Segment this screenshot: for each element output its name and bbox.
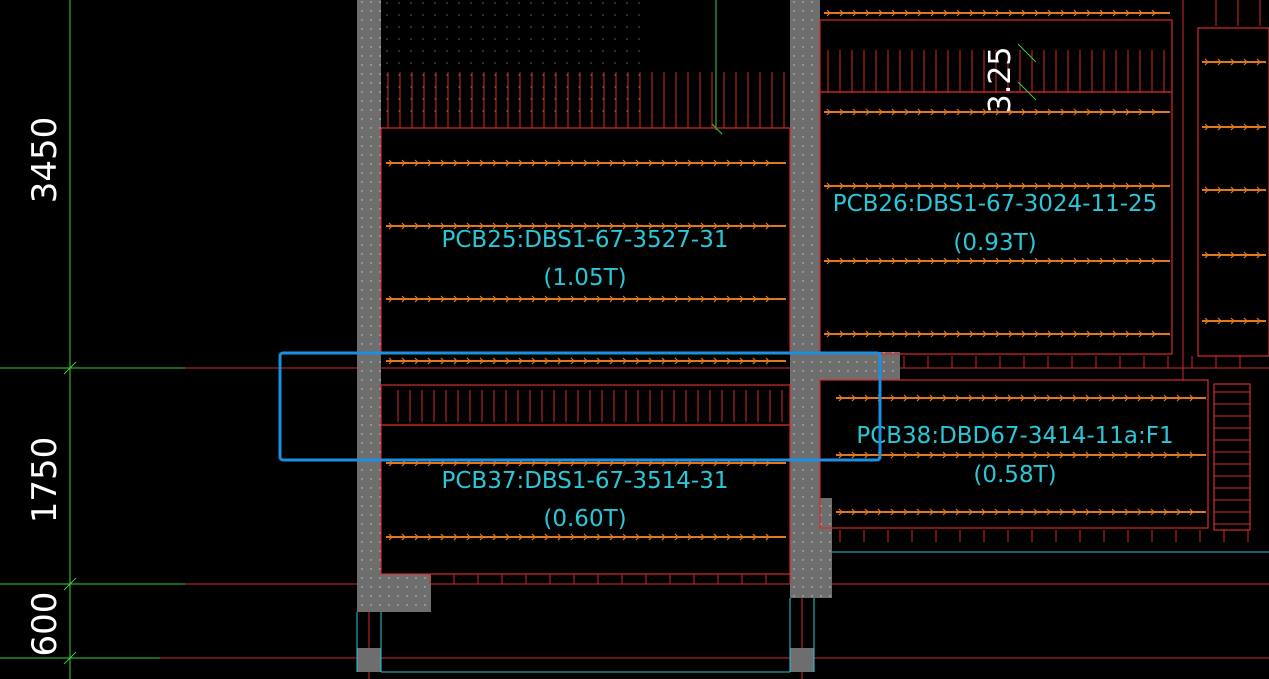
- panel-weight-pcb37: (0.60T): [543, 506, 626, 532]
- hatch-top-right: [1215, 0, 1261, 26]
- rebar-right-0: [1202, 58, 1266, 66]
- rebar-pcb25-1: [386, 222, 786, 230]
- panel-weight-pcb38: (0.58T): [973, 462, 1056, 488]
- rebar-right-4: [1202, 317, 1266, 325]
- rebar-pcb26-3: [824, 257, 1170, 265]
- panel-label-pcb25[interactable]: PCB25:DBS1-67-3527-31: [441, 227, 728, 253]
- grid-lines: [160, 0, 1269, 679]
- hatch-beam: [903, 356, 1241, 368]
- rebar-pcb26-0: [824, 9, 1170, 17]
- slab-outlines: [380, 19, 1269, 575]
- rebar-pcb38-1: [836, 451, 1206, 459]
- hatch-joint-strip: [397, 390, 783, 422]
- hatch-top-pcb25: [387, 72, 785, 128]
- selection-box[interactable]: [278, 351, 882, 462]
- dimension-tick-325b: [1017, 81, 1037, 101]
- rebar-right-3: [1202, 251, 1266, 259]
- panel-label-pcb38[interactable]: PCB38:DBD67-3414-11a:F1: [856, 423, 1173, 449]
- foundation-outlines: [356, 551, 1269, 673]
- dimension-600: 600: [25, 592, 65, 657]
- dimension-tick-325: [1017, 43, 1037, 63]
- rebar-layer: [386, 9, 1266, 541]
- rebar-pcb26-2: [824, 182, 1170, 190]
- stud-hatch-layer: [387, 0, 1261, 584]
- panel-weight-pcb25: (1.05T): [543, 265, 626, 291]
- rebar-pcb26-1: [824, 108, 1170, 116]
- rebar-pcb38-0: [836, 394, 1206, 402]
- rebar-right-2: [1202, 186, 1266, 194]
- hatch-bottom-pcb38: [839, 530, 1249, 542]
- dimension-3450: 3450: [25, 117, 65, 204]
- panel-label-pcb37[interactable]: PCB37:DBS1-67-3514-31: [441, 468, 728, 494]
- dimension-325: 3.25: [983, 47, 1018, 114]
- rebar-pcb25-0: [386, 159, 786, 167]
- rebar-pcb26-4: [824, 330, 1170, 338]
- hatch-bottom-pcb37: [429, 574, 791, 584]
- panel-weight-pcb26: (0.93T): [953, 230, 1036, 256]
- rebar-pcb25-2: [386, 295, 786, 303]
- rebar-right-1: [1202, 123, 1266, 131]
- hatch-ladder-right: [1214, 391, 1250, 525]
- dimension-1750: 1750: [25, 437, 65, 524]
- rebar-pcb37-1: [386, 533, 786, 541]
- rebar-pcb38-2: [836, 508, 1206, 516]
- hatch-top-pcb26: [827, 50, 1165, 92]
- concrete-walls: [357, 0, 900, 672]
- rebar-pcb25-3: [386, 357, 786, 365]
- panel-label-pcb26[interactable]: PCB26:DBS1-67-3024-11-25: [833, 191, 1158, 217]
